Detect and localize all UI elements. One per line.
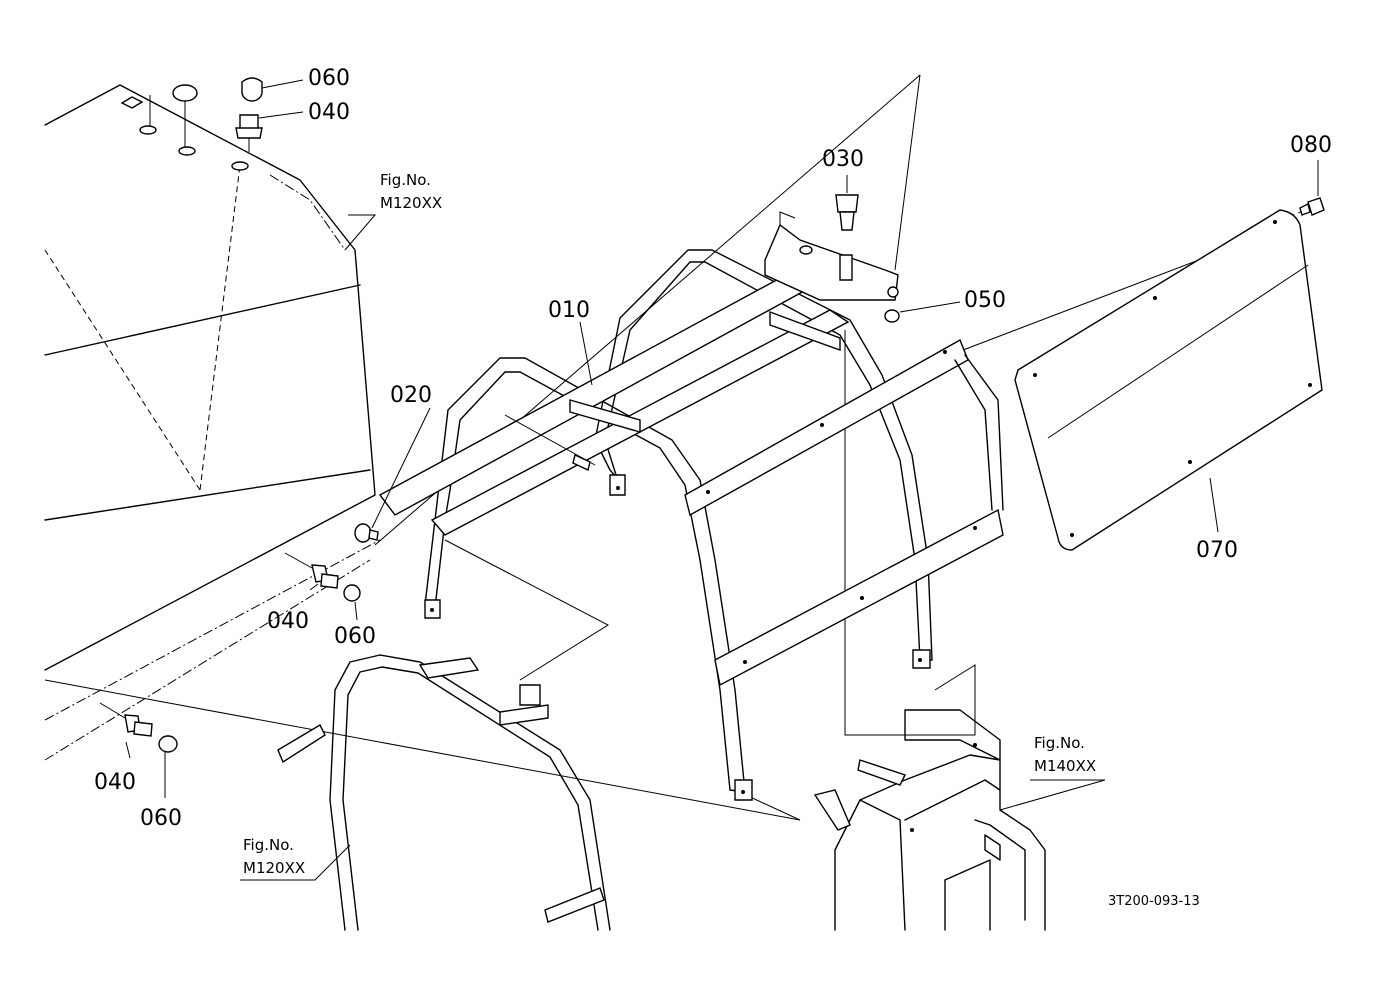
fig-ref-code: M120XX [380, 194, 442, 212]
hood-panel [44, 84, 381, 761]
callout-070: 070 [1196, 538, 1238, 563]
projection-line [949, 249, 1226, 356]
nut-050 [884, 309, 900, 323]
cap-060-mid [343, 584, 361, 602]
projection-line [44, 679, 801, 821]
bolt-020 [354, 523, 379, 543]
bolt-040-top [235, 114, 263, 152]
fig-ref-code: M120XX [243, 859, 305, 877]
callout-040-mid: 040 [267, 609, 309, 634]
callout-060-top: 060 [308, 66, 350, 91]
lower-hoop [277, 654, 611, 931]
fig-ref-label: Fig.No. [243, 836, 294, 854]
projection-line [444, 539, 610, 681]
bolt-030 [835, 194, 859, 231]
callout-040-bot: 040 [94, 770, 136, 795]
callout-030: 030 [822, 147, 864, 172]
leader-lines [125, 79, 1319, 881]
callout-080: 080 [1290, 133, 1332, 158]
mount-bracket [764, 211, 899, 301]
fig-ref-label: Fig.No. [380, 171, 431, 189]
frame-010 [378, 249, 1004, 801]
cap-060-bot [158, 735, 178, 753]
fig-ref-code: M140XX [1034, 757, 1096, 775]
callout-020: 020 [390, 383, 432, 408]
fig-ref-label: Fig.No. [1034, 734, 1085, 752]
projection-line [894, 74, 921, 271]
bolt-040-bot [99, 702, 153, 737]
lower-right-bracket [813, 709, 1046, 931]
cover-plate-070 [1014, 209, 1323, 551]
callout-060-bot: 060 [140, 806, 182, 831]
drawing-code: 3T200-093-13 [1108, 894, 1200, 909]
callout-060-mid: 060 [334, 624, 376, 649]
callout-010: 010 [548, 298, 590, 323]
callout-040-top: 040 [308, 100, 350, 125]
bolt-040-mid [284, 552, 339, 589]
cap-060-top [241, 77, 263, 102]
bolt-080 [1299, 197, 1325, 216]
callout-050: 050 [964, 288, 1006, 313]
